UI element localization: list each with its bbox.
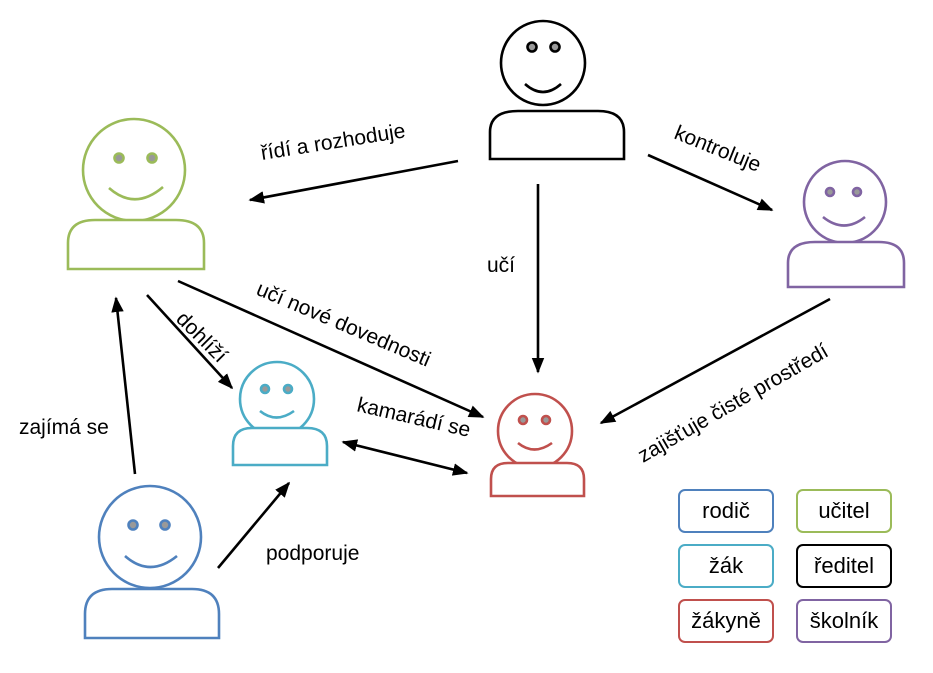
arrow-skolnik-to-zakyne (599, 297, 831, 425)
eye-left (526, 41, 538, 53)
smile (517, 441, 553, 451)
legend-label: rodič (702, 498, 750, 523)
head (81, 117, 187, 223)
edge-label-zajistuje: zajišťuje čisté prostředí (634, 340, 832, 468)
legend-label: školník (809, 608, 879, 633)
eye-left (259, 383, 271, 395)
legend-label: žákyně (691, 608, 761, 633)
arrow-ucitel-to-zak (146, 294, 234, 390)
eye-left (517, 414, 529, 426)
head (499, 19, 587, 107)
person-zak (231, 360, 329, 467)
head (496, 392, 574, 470)
eye-left (127, 519, 139, 531)
person-skolnik (786, 159, 906, 289)
legend-label: žák (708, 553, 744, 578)
arrow-rodic-to-ucitel (111, 296, 137, 475)
legend-zakyne: žákyně (678, 599, 774, 643)
body (488, 109, 626, 161)
person-ucitel (66, 117, 206, 271)
body (489, 461, 586, 498)
eye-right (146, 152, 158, 164)
legend-skolnik: školník (796, 599, 892, 643)
eye-right (540, 414, 552, 426)
legend-reditel: ředitel (796, 544, 892, 588)
legend-rodic: rodič (678, 489, 774, 533)
arrow-rodic-to-zak (217, 481, 291, 569)
eye-left (113, 152, 125, 164)
edge-label-kontroluje: kontroluje (671, 121, 764, 176)
legend-label: ředitel (814, 553, 874, 578)
body (83, 587, 221, 640)
legend-zak: žák (678, 544, 774, 588)
edge-label-uci-nove: učí nové dovednosti (253, 277, 434, 371)
arrow-ucitel-to-zakyne (177, 279, 485, 419)
edge-label-dohlizi: dohlíží (171, 307, 231, 367)
head (238, 360, 316, 438)
smile (108, 186, 164, 201)
person-reditel (488, 19, 626, 161)
person-rodic (83, 484, 221, 640)
smile (259, 409, 295, 419)
body (231, 426, 329, 467)
eye-left (824, 186, 836, 198)
legend-ucitel: učitel (796, 489, 892, 533)
edge-label-kamaradi: kamarádí se (355, 393, 473, 441)
eye-right (549, 41, 561, 53)
head (97, 484, 203, 590)
edge-label-ridi: řídí a rozhoduje (259, 119, 407, 165)
eye-right (159, 519, 171, 531)
legend-label: učitel (818, 498, 870, 523)
body (66, 218, 206, 271)
head (802, 159, 888, 245)
smile (524, 83, 562, 94)
eye-right (851, 186, 863, 198)
eye-right (282, 383, 294, 395)
arrow-reditel-to-ucitel (248, 159, 459, 204)
smile (822, 215, 866, 227)
person-zakyne (489, 392, 586, 498)
arrow-reditel-to-skolnik (647, 153, 774, 212)
smile (124, 554, 178, 569)
edge-label-uci: učí (487, 254, 515, 277)
body (786, 240, 906, 289)
edge-label-zajima: zajímá se (19, 416, 109, 439)
arrow-zak-zakyne (341, 439, 469, 476)
edge-label-podporuje: podporuje (266, 542, 359, 565)
